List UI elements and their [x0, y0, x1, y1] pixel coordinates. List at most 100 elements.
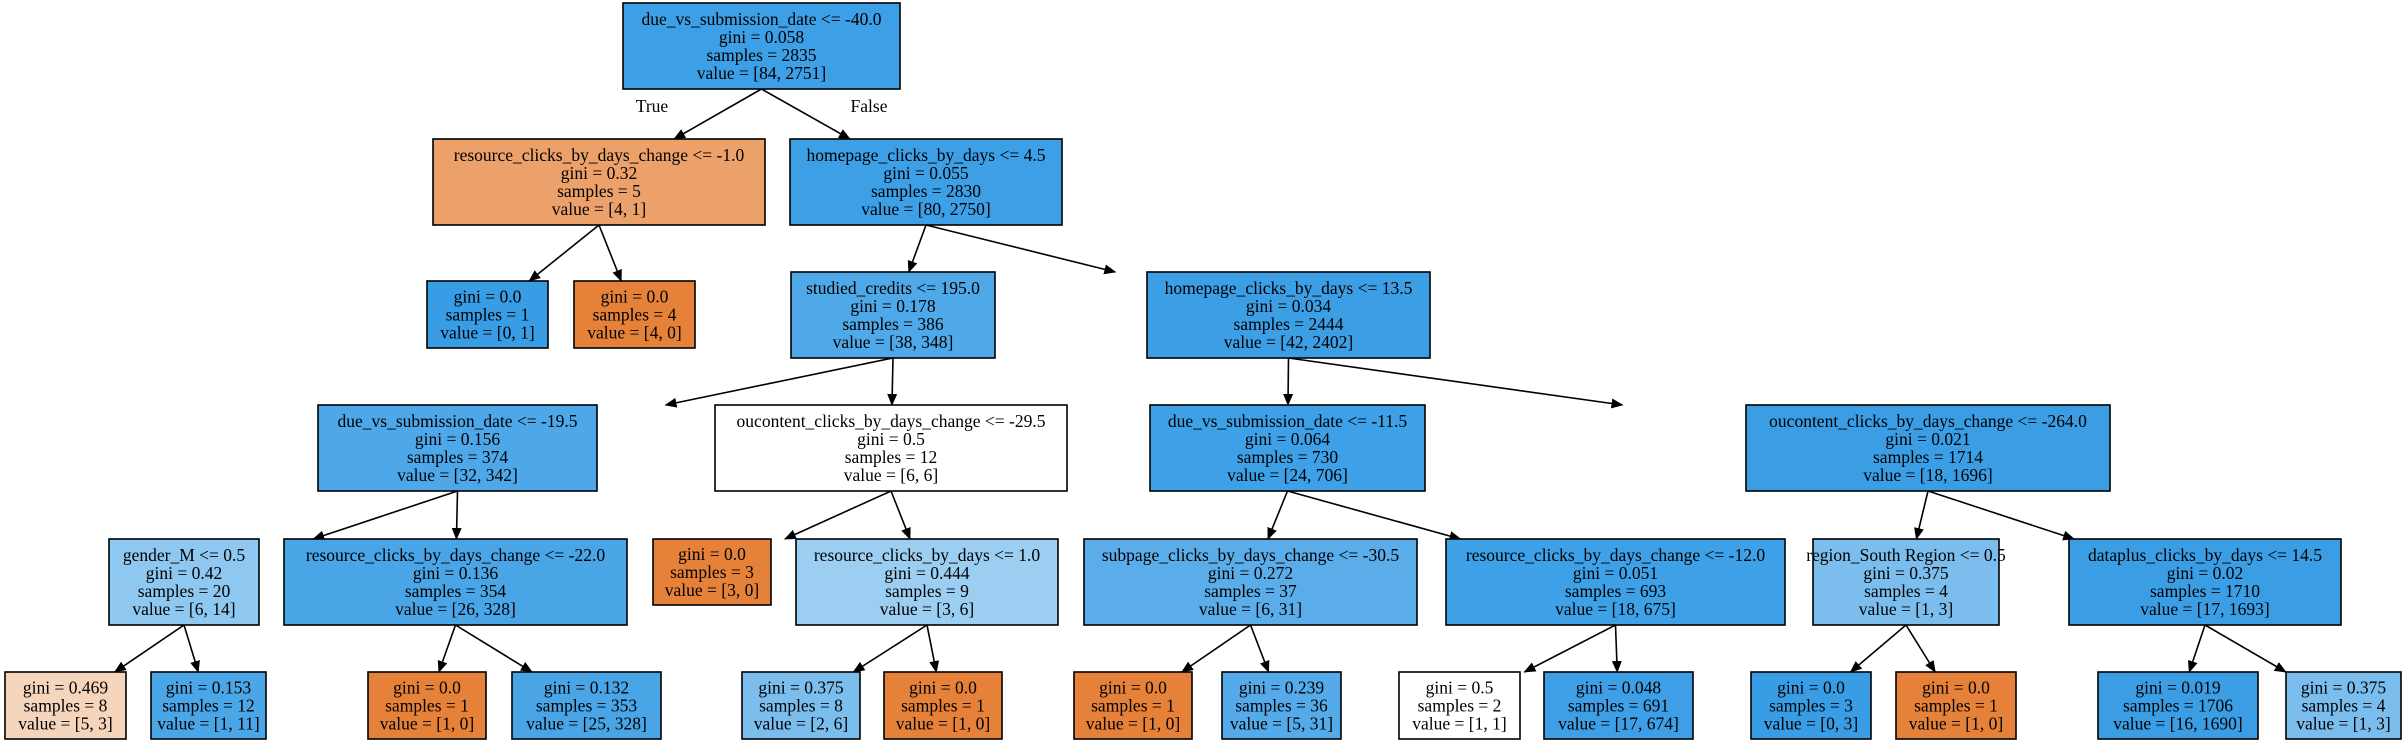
node-samples-text: samples = 2444 — [1234, 314, 1344, 334]
edge-label-false: False — [851, 96, 888, 116]
node-split-condition: subpage_clicks_by_days_change <= -30.5 — [1102, 545, 1399, 565]
node-samples-text: samples = 8 — [759, 696, 843, 716]
node-split-condition: homepage_clicks_by_days <= 13.5 — [1165, 278, 1413, 298]
node-samples-text: samples = 3 — [670, 562, 754, 582]
node-samples-text: samples = 386 — [842, 314, 943, 334]
edge-n6-n7 — [312, 490, 458, 541]
node-samples-text: samples = 9 — [885, 581, 969, 601]
node-samples-text: samples = 2830 — [871, 181, 981, 201]
edge-n23-n24 — [1523, 624, 1616, 673]
tree-node-n10: resource_clicks_by_days_change <= -22.0g… — [283, 538, 628, 626]
node-box — [795, 538, 1059, 626]
node-value-text: value = [2, 6] — [754, 714, 848, 734]
node-gini-text: gini = 0.375 — [758, 678, 843, 698]
edge-n5-n13 — [887, 357, 898, 406]
node-samples-text: samples = 3 — [1769, 696, 1853, 716]
node-samples-text: samples = 2835 — [707, 45, 817, 65]
node-gini-text: gini = 0.42 — [146, 563, 222, 583]
node-gini-text: gini = 0.034 — [1246, 296, 1331, 316]
node-value-text: value = [1, 3] — [2296, 714, 2390, 734]
node-value-text: value = [32, 342] — [397, 465, 518, 485]
node-samples-text: samples = 1 — [1091, 696, 1175, 716]
node-gini-text: gini = 0.469 — [23, 678, 108, 698]
node-gini-text: gini = 0.0 — [1922, 678, 1990, 698]
node-split-condition: gender_M <= 0.5 — [123, 545, 246, 565]
node-value-text: value = [5, 31] — [1230, 714, 1333, 734]
node-gini-text: gini = 0.156 — [415, 429, 500, 449]
edge-label-true: True — [636, 96, 669, 116]
node-value-text: value = [80, 2750] — [861, 199, 990, 219]
tree-node-n20: subpage_clicks_by_days_change <= -30.5gi… — [1083, 538, 1418, 626]
node-split-condition: homepage_clicks_by_days <= 4.5 — [807, 145, 1046, 165]
edge-n23-n25 — [1611, 624, 1622, 673]
node-samples-text: samples = 1 — [901, 696, 985, 716]
node-gini-text: gini = 0.0 — [601, 287, 669, 307]
node-samples-text: samples = 8 — [24, 696, 108, 716]
node-split-condition: resource_clicks_by_days_change <= -1.0 — [454, 145, 745, 165]
edge-n1-n2 — [528, 224, 600, 282]
node-value-text: value = [24, 706] — [1227, 465, 1348, 485]
node-box — [511, 671, 662, 740]
node-box — [4, 671, 127, 740]
node-box — [150, 671, 267, 740]
node-samples-text: samples = 36 — [1235, 696, 1328, 716]
node-box — [2097, 671, 2259, 740]
node-box — [108, 538, 260, 626]
edge-n18-n26 — [1288, 357, 1624, 409]
node-samples-text: samples = 354 — [405, 581, 506, 601]
node-samples-text: samples = 1714 — [1873, 447, 1983, 467]
node-value-text: value = [1, 0] — [1086, 714, 1180, 734]
tree-node-n23: resource_clicks_by_days_change <= -12.0g… — [1445, 538, 1786, 626]
node-samples-text: samples = 353 — [536, 696, 637, 716]
node-gini-text: gini = 0.051 — [1573, 563, 1658, 583]
edges-layer: True False — [113, 88, 2287, 673]
node-box — [1445, 538, 1786, 626]
node-gini-text: gini = 0.5 — [857, 429, 925, 449]
node-box — [1221, 671, 1342, 740]
node-box — [1398, 671, 1521, 740]
edge-n13-n15 — [890, 490, 911, 540]
node-box — [714, 404, 1068, 492]
edge-n19-n20 — [1267, 490, 1289, 540]
node-value-text: value = [4, 0] — [587, 323, 681, 343]
tree-node-n26: oucontent_clicks_by_days_change <= -264.… — [1745, 404, 2111, 492]
edge-n0-n4 — [761, 88, 851, 140]
edge-n27-n29 — [1905, 624, 1936, 673]
node-samples-text: samples = 1706 — [2123, 696, 2233, 716]
node-value-text: value = [4, 1] — [552, 199, 646, 219]
node-split-condition: due_vs_submission_date <= -11.5 — [1168, 411, 1408, 431]
node-value-text: value = [1, 0] — [896, 714, 990, 734]
node-value-text: value = [1, 0] — [1909, 714, 2003, 734]
node-gini-text: gini = 0.272 — [1208, 563, 1293, 583]
edge-n19-n23 — [1287, 490, 1462, 541]
node-value-text: value = [18, 675] — [1555, 599, 1676, 619]
node-gini-text: gini = 0.055 — [883, 163, 968, 183]
node-samples-text: samples = 693 — [1565, 581, 1666, 601]
edge-n0-n1 — [673, 88, 762, 140]
node-samples-text: samples = 12 — [162, 696, 255, 716]
node-samples-text: samples = 4 — [2302, 696, 2386, 716]
node-gini-text: gini = 0.048 — [1576, 678, 1661, 698]
node-gini-text: gini = 0.444 — [884, 563, 969, 583]
node-gini-text: gini = 0.32 — [561, 163, 637, 183]
node-gini-text: gini = 0.136 — [413, 563, 498, 583]
edge-n4-n18 — [925, 224, 1117, 275]
edge-n4-n5 — [907, 224, 927, 273]
node-box — [1146, 271, 1431, 359]
edge-n20-n21 — [1181, 624, 1251, 673]
node-gini-text: gini = 0.0 — [393, 678, 461, 698]
node-gini-text: gini = 0.132 — [544, 678, 629, 698]
node-value-text: value = [42, 2402] — [1224, 332, 1353, 352]
